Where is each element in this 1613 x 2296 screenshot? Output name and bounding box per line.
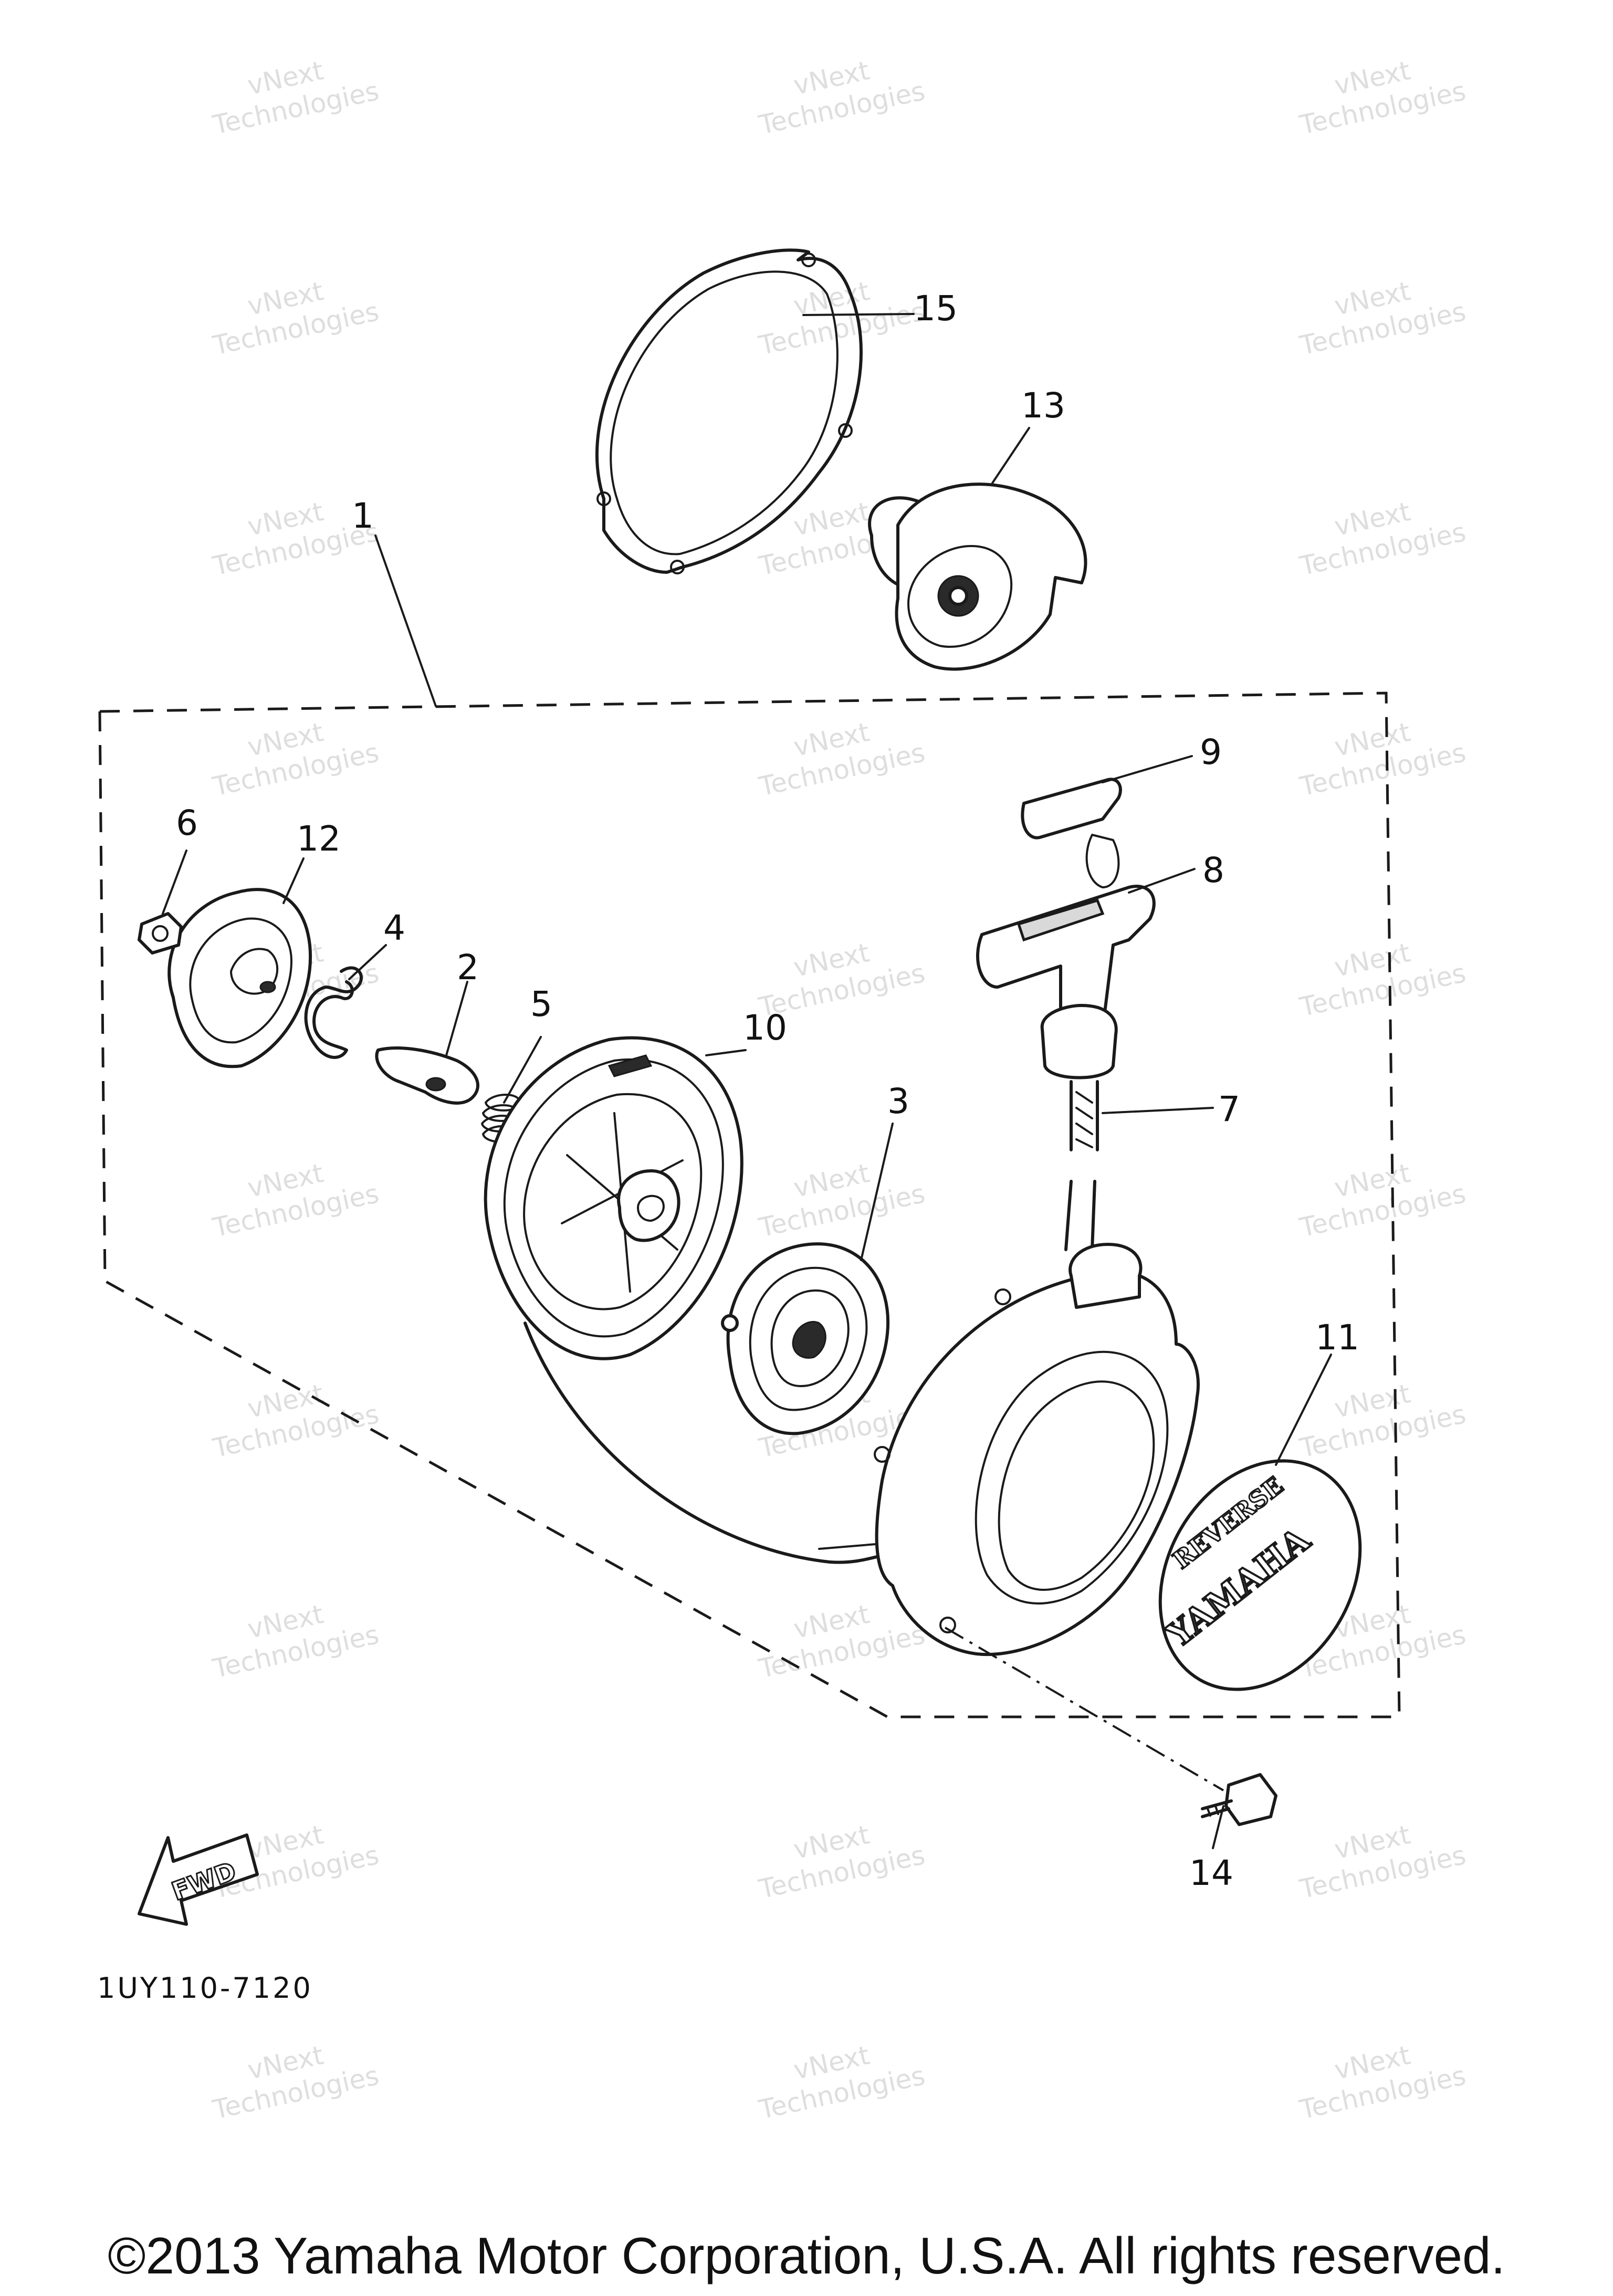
part-2-ratchet-pawl[interactable] (375, 1046, 479, 1105)
part-12-friction-plate[interactable] (167, 888, 312, 1068)
part-13-drive-pulley[interactable] (868, 483, 1087, 671)
leader-lines (162, 313, 1332, 1849)
part-9-handle-cap[interactable] (1021, 778, 1122, 840)
part-11-emblem-cap[interactable]: REVERSE YAMAHA (1120, 1424, 1400, 1725)
callout-2: 2 (457, 947, 479, 988)
part-4-friction-spring[interactable] (304, 966, 363, 1059)
callout-8: 8 (1202, 850, 1224, 890)
forward-direction-arrow: FWD (138, 1833, 259, 1926)
callout-5: 5 (530, 984, 552, 1024)
assembly-boundary (98, 691, 1401, 1718)
housing-case[interactable] (874, 1243, 1200, 1657)
part-15-gasket[interactable] (595, 248, 863, 574)
callout-12: 12 (297, 819, 341, 859)
callout-7: 7 (1218, 1089, 1240, 1129)
part-8-starter-handle[interactable] (976, 834, 1156, 1079)
callout-1: 1 (352, 496, 374, 536)
callout-14: 14 (1189, 1853, 1233, 1893)
callout-4: 4 (383, 908, 405, 948)
bolt-mounting-line (944, 1627, 1224, 1791)
callout-3: 3 (887, 1081, 909, 1121)
rope-loop-inner (818, 1543, 883, 1550)
callout-11: 11 (1315, 1317, 1359, 1358)
part-10-sheave-drum[interactable] (484, 1036, 743, 1360)
part-3-spiral-spring[interactable] (721, 1242, 890, 1435)
rope-loop (523, 1322, 878, 1564)
part-14-bolt[interactable] (1201, 1773, 1277, 1826)
callout-13: 13 (1021, 385, 1065, 426)
callout-labels: 1 2 3 4 5 6 7 8 9 10 11 12 13 14 15 (176, 288, 1359, 1893)
callout-10: 10 (743, 1008, 787, 1048)
part-7-starter-rope[interactable] (1064, 1080, 1099, 1251)
callout-15: 15 (914, 288, 958, 329)
callout-6: 6 (176, 803, 198, 843)
copyright-footer: ©2013 Yamaha Motor Corporation, U.S.A. A… (108, 2227, 1505, 2284)
drawing-code: 1UY110-7120 (97, 1972, 313, 2005)
callout-9: 9 (1200, 732, 1222, 772)
part-6-nut[interactable] (138, 912, 183, 955)
